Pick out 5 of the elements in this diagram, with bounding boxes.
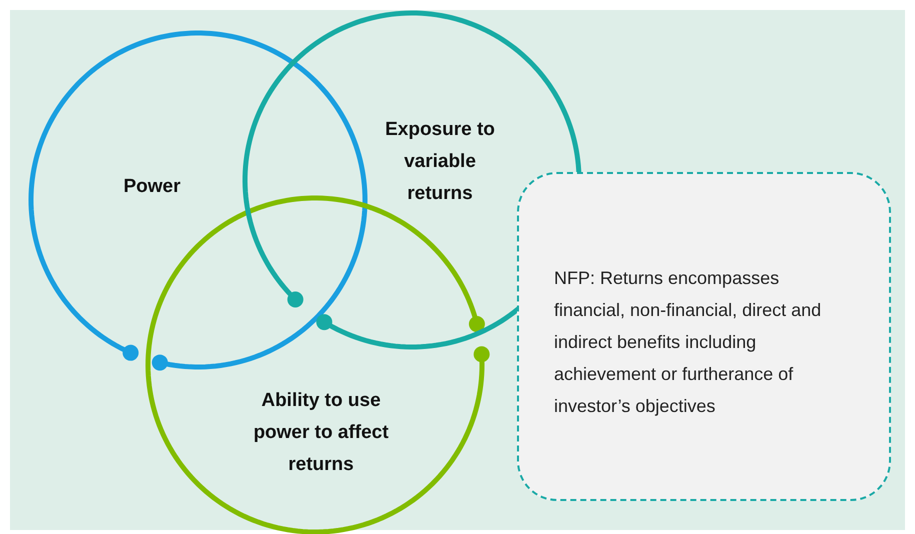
circle-label: Power <box>122 175 182 199</box>
note-box <box>517 172 891 501</box>
circle-label: Ability to use power to affect returns <box>252 389 390 477</box>
note-text: NFP: Returns encompasses financial, non-financial, direct and indirect benefits including achievement or furtherance of investor’s objectives <box>554 267 822 418</box>
circle-label: Exposure to variable returns <box>384 118 496 206</box>
